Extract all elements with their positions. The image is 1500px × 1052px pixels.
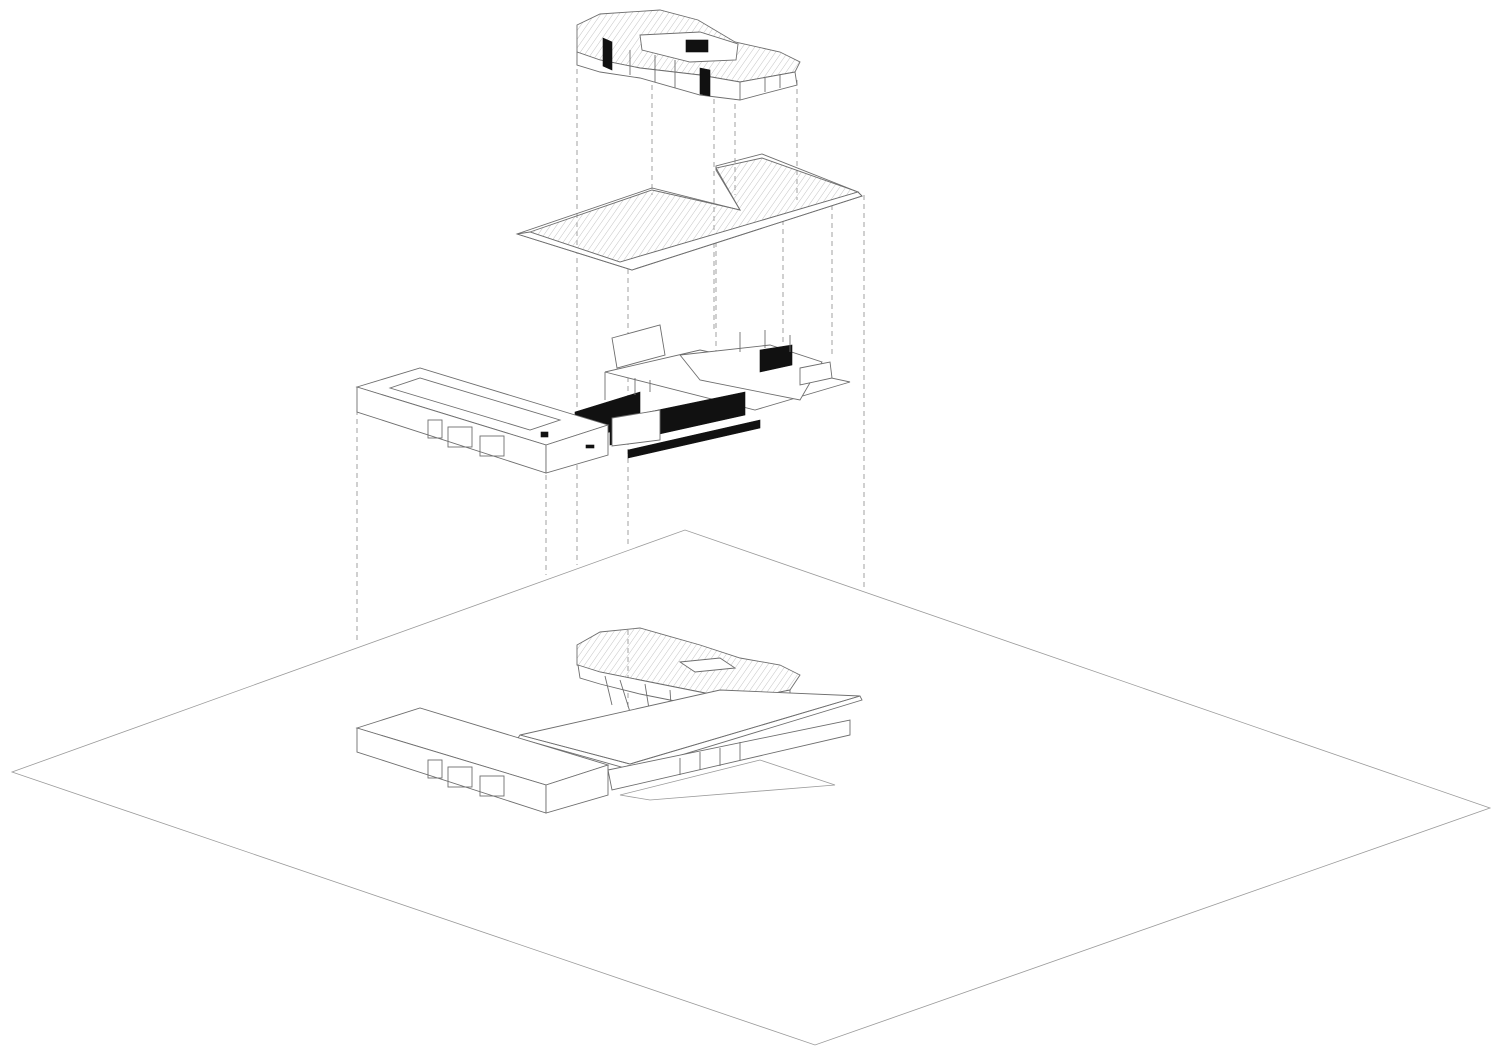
upper-volume xyxy=(576,9,801,101)
assembled-building xyxy=(355,627,863,814)
garage-block xyxy=(355,367,610,474)
ground-floor-walls xyxy=(574,324,851,459)
site-plane xyxy=(10,529,1492,1046)
main-roof xyxy=(515,153,863,271)
